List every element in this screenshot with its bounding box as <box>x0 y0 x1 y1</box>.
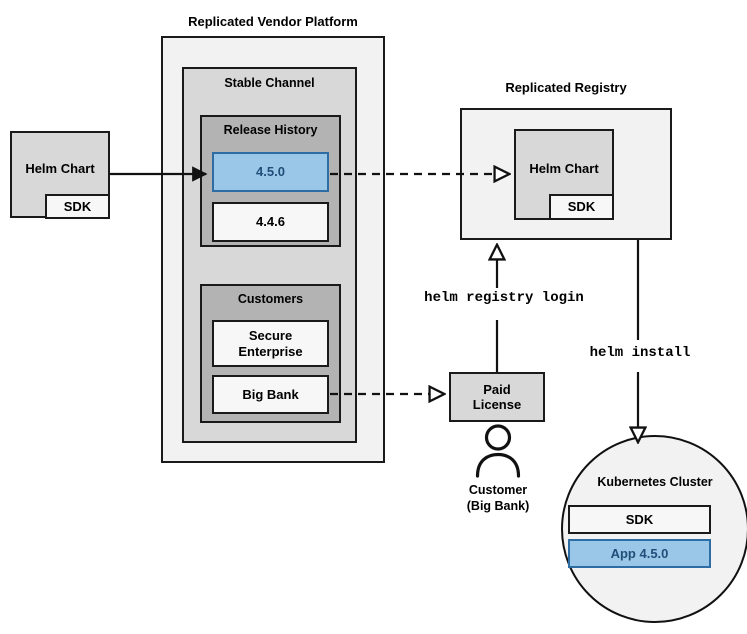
cluster-item-app: App 4.5.0 <box>568 539 711 568</box>
customer-item-secure-enterprise[interactable]: Secure Enterprise <box>212 320 329 367</box>
release-item-4-4-6[interactable]: 4.4.6 <box>212 202 329 242</box>
registry-sdk-label: SDK <box>567 199 596 215</box>
registry-helm-chart-label: Helm Chart <box>529 161 599 176</box>
registry-title: Replicated Registry <box>505 80 627 95</box>
release-version-label: 4.4.6 <box>256 214 285 230</box>
customer-actor-caption: Customer (Big Bank) <box>466 483 530 513</box>
cluster-item-sdk: SDK <box>568 505 711 534</box>
source-sdk-box: SDK <box>45 194 110 219</box>
stable-channel-title: Stable Channel <box>224 76 315 90</box>
person-icon <box>475 424 521 478</box>
kubernetes-cluster-title: Kubernetes Cluster <box>597 475 713 489</box>
customer-item-big-bank[interactable]: Big Bank <box>212 375 329 414</box>
source-sdk-label: SDK <box>63 198 92 214</box>
registry-sdk-box: SDK <box>549 194 614 220</box>
release-history-title: Release History <box>223 123 318 137</box>
cluster-item-label: App 4.5.0 <box>610 545 669 561</box>
paid-license-label: Paid License <box>472 381 522 412</box>
customer-name-label: Secure Enterprise <box>238 328 303 359</box>
paid-license-box[interactable]: Paid License <box>449 372 545 422</box>
platform-title: Replicated Vendor Platform <box>188 14 358 29</box>
command-helm-install: helm install <box>589 345 691 361</box>
release-version-label: 4.5.0 <box>256 164 285 180</box>
cluster-item-label: SDK <box>625 511 654 527</box>
release-item-4-5-0[interactable]: 4.5.0 <box>212 152 329 192</box>
source-helm-chart-label: Helm Chart <box>25 161 95 176</box>
customers-title: Customers <box>237 292 304 306</box>
customer-name-label: Big Bank <box>242 386 299 402</box>
command-helm-registry-login: helm registry login <box>424 290 584 306</box>
